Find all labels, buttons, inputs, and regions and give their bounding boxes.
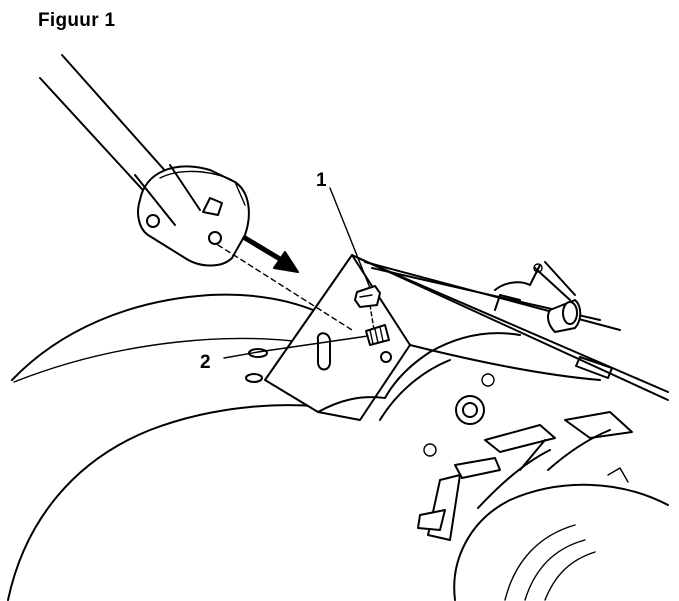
cutting-reel [417, 411, 669, 601]
figure-title: Figuur 1 [38, 10, 116, 31]
direction-arrow [242, 235, 299, 273]
callout-leaders [223, 187, 371, 359]
alignment-lines [217, 244, 375, 331]
frame-opening [317, 332, 521, 457]
wheel-drum [7, 293, 346, 601]
handle-bracket [134, 164, 250, 267]
part-1-cap [354, 285, 381, 308]
part-2-spring [365, 324, 390, 346]
handle-linkage [494, 261, 582, 333]
callout-1: 1 [316, 170, 327, 191]
callout-2: 2 [200, 352, 211, 373]
